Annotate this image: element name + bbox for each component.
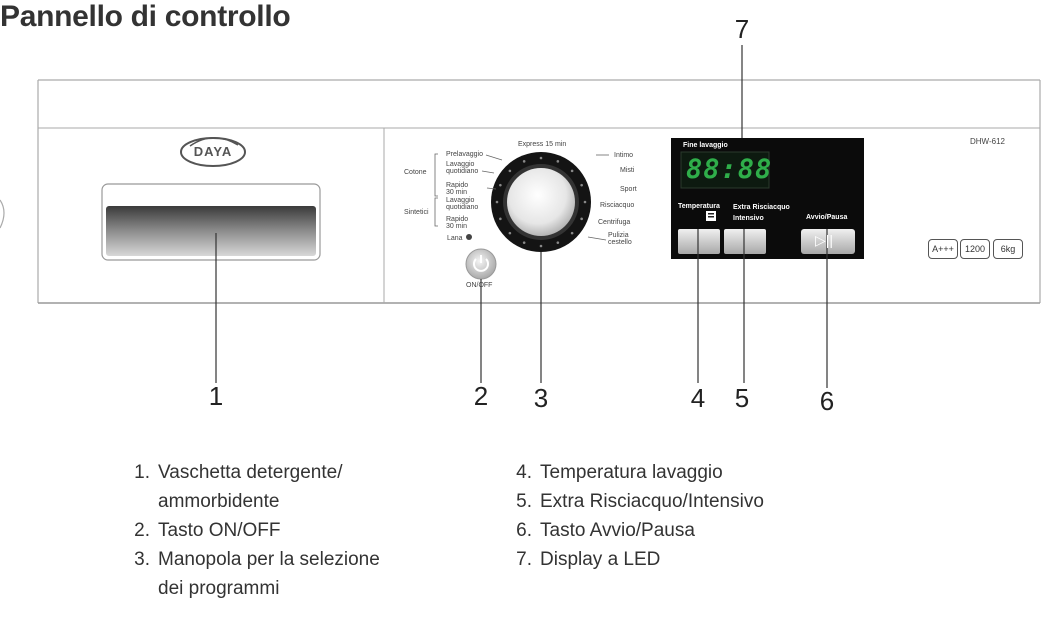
legend-item-4: 4. Temperatura lavaggio <box>497 458 837 487</box>
temperature-label: Temperatura <box>678 203 720 210</box>
program-intimo: Intimo <box>614 152 634 159</box>
legend-item-3: 3. Manopola per la selezione dei program… <box>115 545 455 603</box>
legend-number: 4. <box>516 462 532 483</box>
legend-text: Tasto Avvio/Pausa <box>540 520 695 541</box>
callout-leaders <box>215 45 828 388</box>
led-digits: 88:88 <box>686 154 773 185</box>
dial-tick <box>556 160 560 163</box>
dial-tick <box>522 160 526 163</box>
legend-number: 2. <box>134 520 150 541</box>
callout-2: 2 <box>473 381 489 411</box>
brand-logo <box>180 137 246 167</box>
dial-tick <box>556 241 560 244</box>
legend-item-6: 6. Tasto Avvio/Pausa <box>497 516 837 545</box>
dial-tick <box>580 183 583 187</box>
lana-indicator-dot <box>466 234 472 240</box>
legend-text: Tasto ON/OFF <box>158 520 281 541</box>
callout-7: 7 <box>734 14 750 44</box>
legend-number: 3. <box>134 549 150 570</box>
callout-4: 4 <box>690 383 706 413</box>
legend-text: Extra Risciacquo/Intensivo <box>540 491 764 512</box>
spin-speed-badge: 1200 <box>960 239 990 259</box>
energy-class-badge: A+++ <box>928 239 958 259</box>
extra-rinse-button[interactable] <box>724 229 766 254</box>
temperature-icon <box>706 211 716 221</box>
dial-tick <box>583 200 587 204</box>
program-sport: Sport <box>620 186 637 193</box>
callout-6: 6 <box>819 386 835 416</box>
program-risciacquo: Risciacquo <box>600 202 635 209</box>
program-sintetici-rapido: Rapido 30 min <box>446 216 469 230</box>
program-misti: Misti <box>620 167 635 174</box>
program-sintetici-quotidiano: Lavaggio quotidiano <box>446 197 479 211</box>
callout-5: 5 <box>734 383 750 413</box>
program-dial[interactable] <box>491 152 591 252</box>
detergent-drawer[interactable] <box>101 183 321 261</box>
start-pause-button[interactable] <box>801 229 855 254</box>
program-cotone-rapido: Rapido 30 min <box>446 182 469 196</box>
dial-tick <box>522 241 526 244</box>
legend-item-7: 7. Display a LED <box>497 545 837 574</box>
program-express: Express 15 min <box>518 141 567 148</box>
program-group-sintetici: Sintetici <box>404 209 429 216</box>
program-cotone-quotidiano: Lavaggio quotidiano <box>446 161 479 175</box>
extra-rinse-label: Extra Risciacquo <box>733 204 790 211</box>
display-heading: Fine lavaggio <box>683 142 728 149</box>
program-prelavaggio: Prelavaggio <box>446 151 483 158</box>
legend-text: Manopola per la selezione dei programmi <box>158 549 380 599</box>
onoff-label: ON/OFF <box>466 282 493 289</box>
capacity-badge: 6kg <box>993 239 1023 259</box>
legend-left: 1. Vaschetta detergente/ ammorbidente 2.… <box>115 458 455 603</box>
intensivo-label: Intensivo <box>733 215 764 222</box>
onoff-button[interactable] <box>465 248 497 280</box>
dial-tick <box>539 156 543 160</box>
legend-text: Temperatura lavaggio <box>540 462 723 483</box>
callout-3: 3 <box>533 383 549 413</box>
dial-tick <box>499 217 502 221</box>
program-group-cotone: Cotone <box>404 169 427 176</box>
model-label: DHW-612 <box>970 137 1005 146</box>
start-pause-label: Avvio/Pausa <box>806 214 848 221</box>
dial-tick <box>499 183 502 187</box>
dial-tick <box>580 217 583 221</box>
legend-text: Vaschetta detergente/ ammorbidente <box>158 462 343 512</box>
dial-tick <box>508 169 512 173</box>
dial-tick <box>539 244 543 248</box>
program-centrifuga: Centrifuga <box>598 219 631 226</box>
program-brackets <box>434 153 609 241</box>
dial-tick-marks <box>495 156 587 248</box>
temperature-button[interactable] <box>678 229 720 254</box>
dial-tick <box>570 231 574 235</box>
panel-outline <box>0 79 1041 304</box>
dial-tick <box>570 169 574 173</box>
callout-1: 1 <box>208 381 224 411</box>
legend-item-5: 5. Extra Risciacquo/Intensivo <box>497 487 837 516</box>
legend-item-2: 2. Tasto ON/OFF <box>115 516 455 545</box>
page-title: Pannello di controllo <box>0 0 291 33</box>
legend-number: 6. <box>516 520 532 541</box>
legend-item-1: 1. Vaschetta detergente/ ammorbidente <box>115 458 455 516</box>
program-pulizia-cestello: Pulizia cestello <box>608 232 632 246</box>
legend-number: 7. <box>516 549 532 570</box>
brand-name: DAYA <box>193 144 233 159</box>
legend-number: 1. <box>134 462 150 483</box>
legend-number: 5. <box>516 491 532 512</box>
program-lana: Lana <box>447 235 463 242</box>
legend-text: Display a LED <box>540 549 661 570</box>
dial-tick <box>508 231 512 235</box>
legend-right: 4. Temperatura lavaggio 5. Extra Risciac… <box>497 458 837 574</box>
dial-tick <box>495 200 499 204</box>
play-pause-icon: ▷|| <box>815 232 834 248</box>
